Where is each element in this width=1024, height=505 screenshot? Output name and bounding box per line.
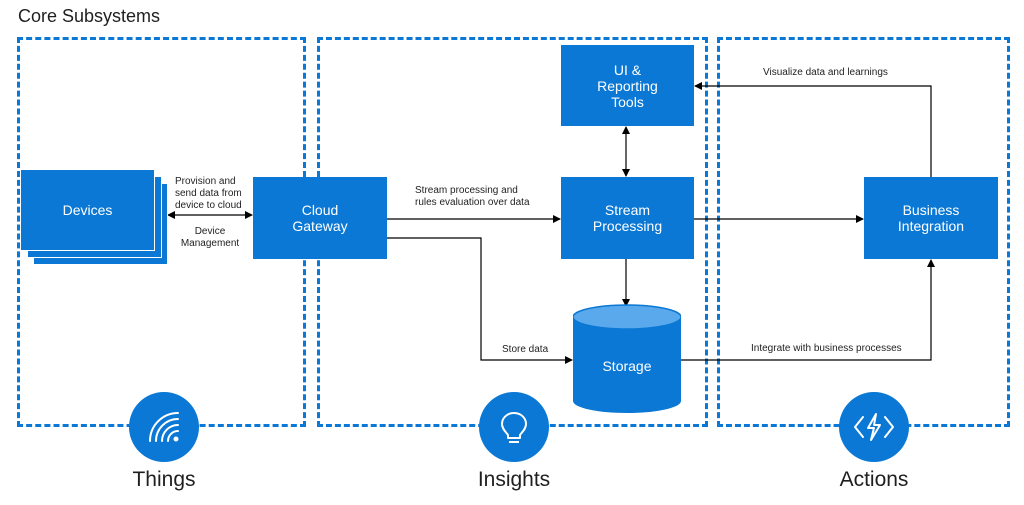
actions-circle [839,392,909,462]
business-ui-arrow [694,82,932,177]
business-integration-label: Business Integration [897,202,965,234]
devices-label: Devices [62,202,113,218]
things-label: Things [132,468,196,491]
ui-reporting-label: UI & Reporting Tools [597,61,658,110]
cloud-gateway-label: Cloud Gateway [292,202,348,234]
storage-node [573,304,681,413]
gateway-storage-arrow [387,237,573,364]
things-circle [129,392,199,462]
integrate-label: Integrate with business processes [751,343,902,354]
lightning-code-icon [854,413,894,441]
insights-label: Insights [477,468,551,491]
storage-label: Storage [602,358,652,374]
actions-label: Actions [839,468,909,491]
lightbulb-icon [501,412,527,443]
wireless-signal-icon [149,412,179,442]
insights-circle [479,392,549,462]
storage-business-arrow [681,259,935,361]
stream-processing-node: Stream Processing [561,177,694,259]
stream-processing-label: Stream Processing [592,202,663,234]
devices-node: Devices [20,169,155,251]
provision-label: Provision and send data from device to c… [175,176,242,211]
device-management-label: Device Management [180,226,240,249]
store-data-label: Store data [502,344,549,355]
ui-reporting-node: UI & Reporting Tools [561,45,694,126]
visualize-label: Visualize data and learnings [763,67,888,78]
stream-rules-label: Stream processing and rules evaluation o… [415,185,530,208]
page-title: Core Subsystems [18,6,161,26]
cloud-gateway-node: Cloud Gateway [253,177,387,259]
business-integration-node: Business Integration [864,177,998,259]
